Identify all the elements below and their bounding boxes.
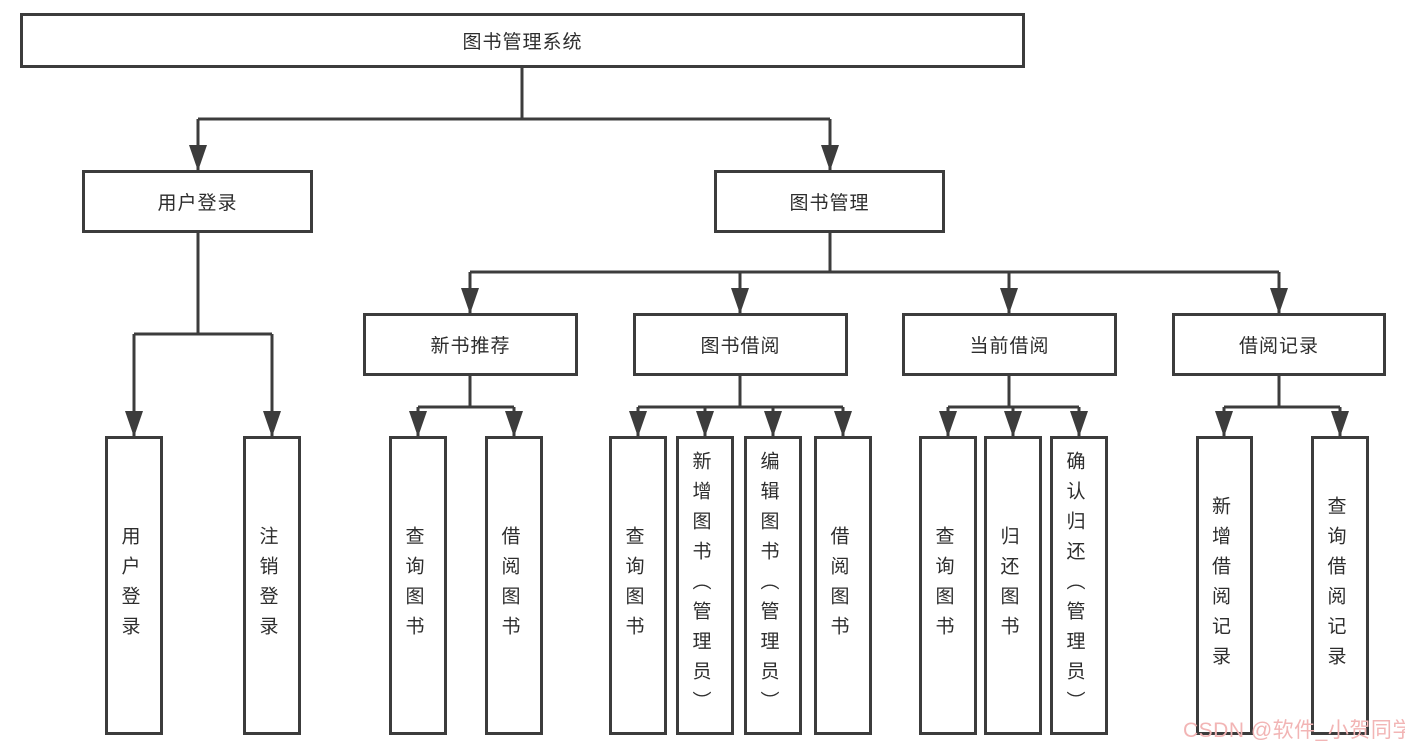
csdn-watermark: CSDN @软件_小贺同学	[1183, 719, 1405, 742]
leaf-query-books-3: 查询图书	[919, 436, 977, 735]
node-current-borrow: 当前借阅	[902, 313, 1117, 376]
leaf-borrow-books-1: 借阅图书	[485, 436, 543, 735]
connector-new-book-recommend	[409, 376, 523, 437]
node-borrow-records: 借阅记录	[1172, 313, 1386, 376]
leaf-query-borrow-record: 查询借阅记录	[1311, 436, 1369, 735]
leaf-logout: 注销登录	[243, 436, 301, 735]
connector-borrow-records	[1215, 376, 1349, 437]
node-user-login: 用户登录	[82, 170, 313, 233]
leaf-edit-book-admin: 编辑图书（管理员）	[744, 436, 802, 735]
leaf-return-books: 归还图书	[984, 436, 1042, 735]
node-label: 借阅图书	[827, 525, 849, 646]
connector-root	[189, 68, 839, 171]
leaf-user-login: 用户登录	[105, 436, 163, 735]
connector-book-borrow	[629, 376, 852, 437]
node-book-borrow: 图书借阅	[633, 313, 848, 376]
connector-current-borrow	[939, 376, 1088, 437]
node-label: 归还图书	[997, 525, 1019, 646]
leaf-add-book-admin: 新增图书（管理员）	[676, 436, 734, 735]
node-label: 图书管理	[789, 193, 870, 214]
node-label: 确认归还（管理员）	[1063, 450, 1085, 721]
node-label: 查询借阅记录	[1324, 495, 1346, 676]
node-label: 新增图书（管理员）	[689, 450, 711, 721]
node-label: 图书借阅	[700, 336, 781, 357]
node-library-management-system: 图书管理系统	[20, 13, 1025, 68]
node-label: 新增借阅记录	[1209, 495, 1230, 676]
node-label: 图书管理系统	[462, 32, 583, 53]
node-label: 用户登录	[157, 193, 238, 214]
node-book-management: 图书管理	[714, 170, 945, 233]
node-label: 查询图书	[402, 525, 424, 646]
node-label: 借阅记录	[1238, 336, 1319, 357]
node-label: 借阅图书	[498, 525, 520, 646]
node-new-book-recommend: 新书推荐	[363, 313, 578, 376]
connector-user-login	[125, 233, 281, 437]
node-label: 当前借阅	[969, 336, 1050, 357]
node-label: 查询图书	[622, 525, 644, 646]
node-label: 编辑图书（管理员）	[757, 450, 779, 721]
node-label: 注销登录	[256, 525, 278, 646]
leaf-query-books-2: 查询图书	[609, 436, 667, 735]
leaf-confirm-return-admin: 确认归还（管理员）	[1050, 436, 1108, 735]
leaf-query-books-1: 查询图书	[389, 436, 447, 735]
node-label: 查询图书	[932, 525, 954, 646]
leaf-borrow-books-2: 借阅图书	[814, 436, 872, 735]
connector-book-management	[461, 233, 1288, 314]
node-label: 用户登录	[118, 525, 140, 646]
node-label: 新书推荐	[430, 336, 511, 357]
leaf-add-borrow-record: 新增借阅记录	[1196, 436, 1253, 735]
